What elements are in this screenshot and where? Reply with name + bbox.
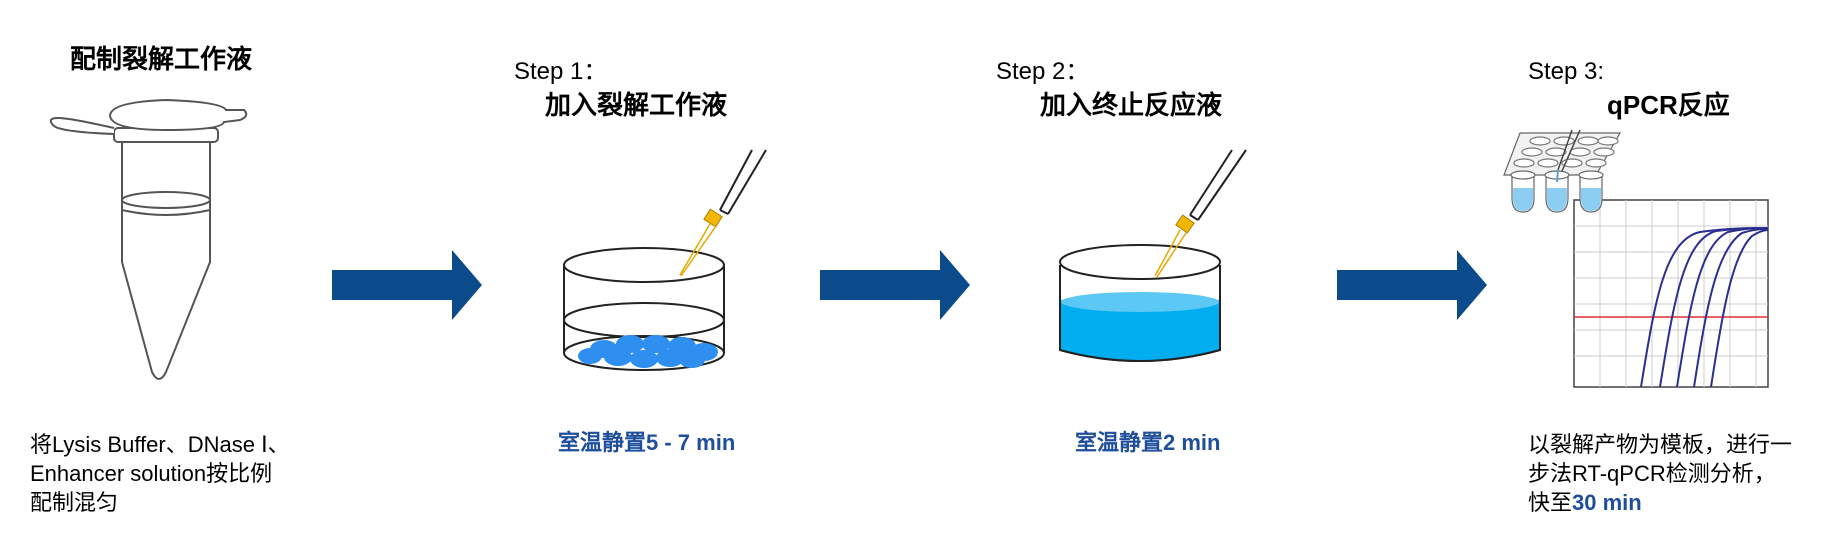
qpcr-amplification-plot: [1573, 199, 1769, 388]
culture-dish-with-cells-icon: [563, 247, 725, 371]
pcr-tubes-icon: [1510, 129, 1604, 213]
step1-caption: 室温静置5 - 7 min: [558, 430, 735, 456]
step1-label: Step 1：: [514, 58, 608, 85]
prep-title: 配制裂解工作液: [70, 44, 253, 74]
step1-caption-value: 5 - 7 min: [646, 430, 736, 455]
prep-desc-line1: 将Lysis Buffer、DNase Ⅰ、: [30, 432, 290, 457]
step2-caption: 室温静置2 min: [1075, 430, 1220, 456]
step3-description: 以裂解产物为模板，进行一 步法RT-qPCR检测分析， 快至30 min: [1528, 430, 1792, 517]
step3-label: Step 3:: [1528, 58, 1605, 85]
step3-desc-line3-value: 30 min: [1572, 490, 1642, 515]
pipette-icon: [679, 149, 767, 277]
step2-label: Step 2：: [996, 58, 1090, 85]
step3-desc-line3: 快至30 min: [1528, 488, 1792, 517]
arrow-icon: [332, 250, 1487, 320]
step1-name: 加入裂解工作液: [545, 90, 728, 120]
step2-name: 加入终止反应液: [1040, 90, 1223, 120]
pipette-icon: [1154, 149, 1247, 278]
arrow-2: [820, 250, 970, 320]
step3-name: qPCR反应: [1607, 90, 1730, 120]
step2-caption-prefix: 室温静置: [1075, 430, 1164, 455]
arrow-3: [1337, 250, 1487, 320]
amplification-curve: [1693, 228, 1769, 388]
step3-desc-line1: 以裂解产物为模板，进行一: [1528, 432, 1793, 457]
microcentrifuge-tube-icon: [49, 98, 248, 380]
step2-caption-value: 2 min: [1163, 430, 1221, 455]
culture-dish-with-liquid-icon: [1059, 244, 1221, 362]
prep-description: 将Lysis Buffer、DNase Ⅰ、 Enhancer solution…: [30, 430, 290, 517]
step3-desc-line3-prefix: 快至: [1528, 490, 1573, 515]
step1-caption-prefix: 室温静置: [558, 430, 647, 455]
pcr-plate-icon: [1503, 132, 1622, 176]
step3-desc-line2: 步法RT-qPCR检测分析，: [1528, 461, 1776, 486]
amplification-curve: [1676, 227, 1769, 388]
prep-desc-line2: Enhancer solution按比例: [30, 461, 273, 486]
amplification-curve: [1710, 229, 1769, 388]
arrow-1: [332, 250, 482, 320]
prep-desc-line3: 配制混匀: [30, 490, 119, 515]
